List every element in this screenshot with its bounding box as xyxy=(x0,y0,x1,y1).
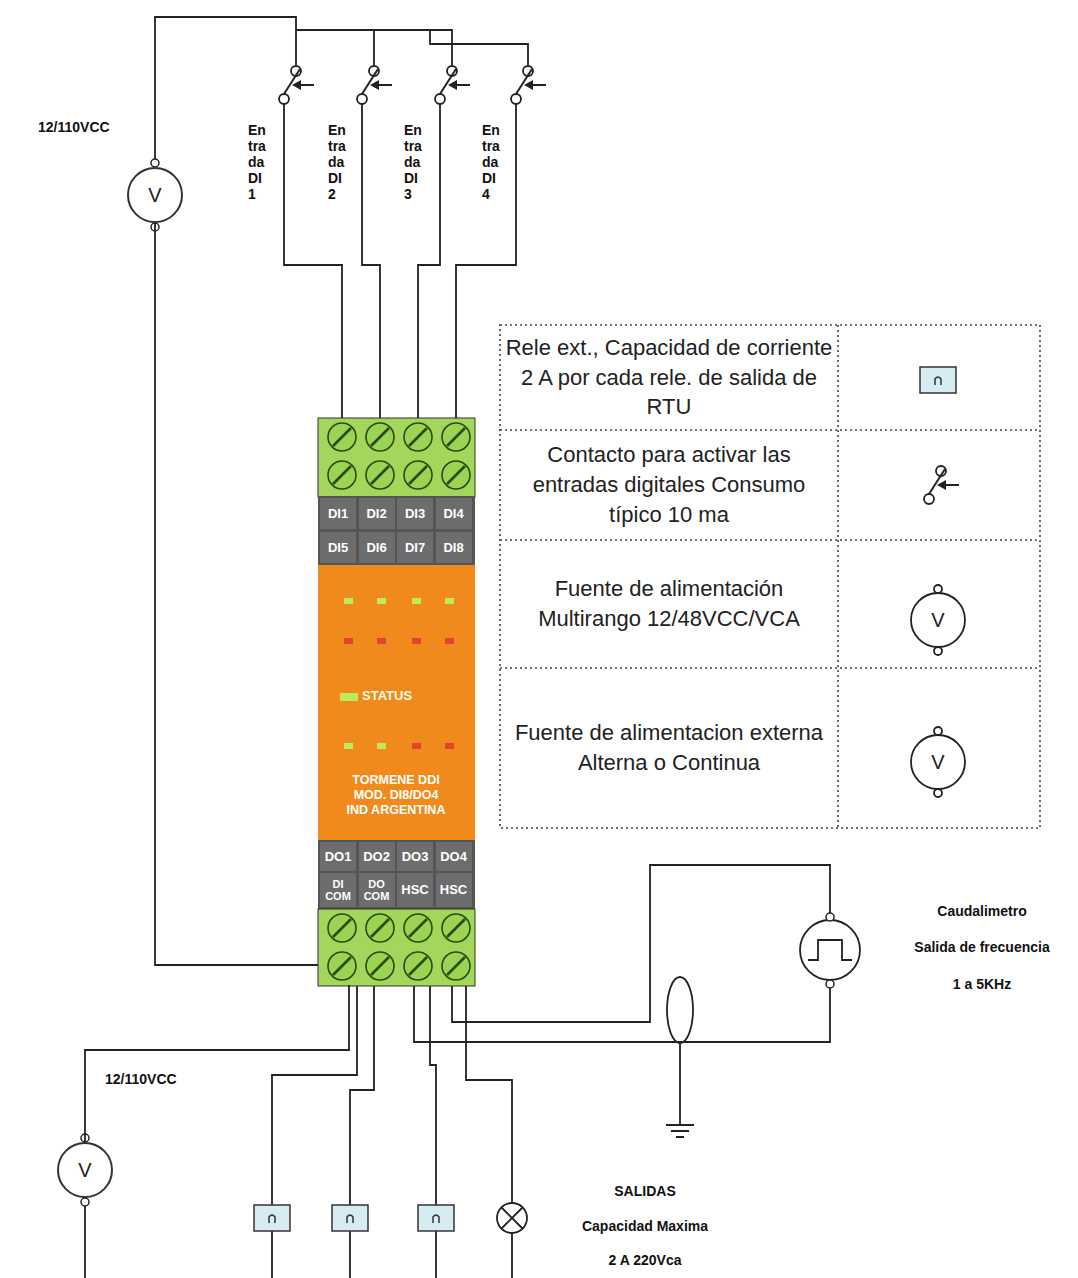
relay-symbol xyxy=(418,1205,454,1231)
wires xyxy=(85,17,830,1278)
legend-text: Fuente de alimentacion externa Alterna o… xyxy=(505,718,833,777)
terminal-label: DI1 xyxy=(320,498,356,529)
relay-symbol xyxy=(332,1205,368,1231)
legend-text: Fuente de alimentación Multirango 12/48V… xyxy=(505,574,833,633)
terminal-block xyxy=(318,909,475,986)
device-label: Salida de frecuencia xyxy=(892,938,1072,956)
device-label: Caudalimetro xyxy=(892,902,1072,920)
terminal-label: DI6 xyxy=(359,532,395,563)
input-label: Entrada DI 3 xyxy=(404,122,426,202)
source-terminals xyxy=(81,159,159,1206)
switch-symbol xyxy=(511,66,546,104)
supply-wire xyxy=(84,1202,86,1278)
terminal-label: DO4 xyxy=(436,842,472,871)
output-wire xyxy=(272,985,357,1205)
input-wire xyxy=(456,104,516,418)
module-front xyxy=(318,565,475,841)
switch-symbol xyxy=(357,66,392,104)
legend-item: Contacto para activar las entradas digit… xyxy=(505,430,833,540)
output-wire xyxy=(272,1231,512,1278)
terminal-dot xyxy=(81,1198,89,1206)
switch-symbol xyxy=(435,66,470,104)
supply-wire xyxy=(155,223,318,965)
supply-wire xyxy=(374,30,452,65)
output-wire xyxy=(350,985,374,1205)
input-label: Entrada DI 1 xyxy=(248,122,270,202)
input-label: Entrada DI 4 xyxy=(482,122,504,202)
terminal-block xyxy=(318,418,475,497)
switch-symbol xyxy=(279,66,314,104)
hsc-wire xyxy=(452,865,830,1022)
status-label: STATUS xyxy=(362,688,412,703)
output-label: SALIDAS xyxy=(555,1182,735,1200)
flowmeter-symbol xyxy=(800,913,860,988)
table-border xyxy=(500,325,1040,828)
legend-table xyxy=(500,325,1040,828)
label-strip xyxy=(318,496,475,566)
supply-wire xyxy=(430,30,528,65)
legend-text: Rele ext., Capacidad de corriente 2 A po… xyxy=(505,333,833,422)
source-symbol-text: V xyxy=(918,748,958,776)
device-label: 1 a 5KHz xyxy=(892,975,1072,993)
voltage-source: V xyxy=(57,1142,113,1198)
ground-wire xyxy=(679,1043,681,1125)
terminal-label: DO1 xyxy=(320,842,356,871)
label-strip xyxy=(318,840,475,910)
ground-symbol xyxy=(666,1125,694,1137)
terminal-label: DI7 xyxy=(397,532,433,563)
legend-item: Fuente de alimentación Multirango 12/48V… xyxy=(505,540,833,668)
brand-label: TORMENE DDI MOD. DI8/DO4 IND ARGENTINA xyxy=(344,773,448,818)
source-symbol-text: V xyxy=(78,1159,91,1182)
hsc-wire xyxy=(414,985,830,1042)
legend-item: Rele ext., Capacidad de corriente 2 A po… xyxy=(505,325,833,430)
led-row xyxy=(340,598,454,749)
terminal-label: DI COM xyxy=(320,873,356,907)
terminal-label: HSC xyxy=(397,873,433,907)
cable-shield xyxy=(667,977,693,1043)
rtu-module-body xyxy=(318,418,475,986)
voltage-source: V xyxy=(127,167,183,223)
relay-symbol xyxy=(254,1205,290,1231)
relay-symbol xyxy=(920,367,956,393)
input-label: Entrada DI 2 xyxy=(328,122,350,202)
source-symbol-text: V xyxy=(918,606,958,634)
input-wire xyxy=(362,104,380,418)
legend-item: Fuente de alimentacion externa Alterna o… xyxy=(505,668,833,828)
table-grid xyxy=(500,325,1040,828)
lamp-symbol xyxy=(497,1203,527,1233)
terminal-dot xyxy=(151,159,159,167)
terminal-label: DI5 xyxy=(320,532,356,563)
terminal-label: DI4 xyxy=(436,498,472,529)
terminal-label: DI8 xyxy=(436,532,472,563)
output-wire xyxy=(466,985,512,1203)
supply-wire xyxy=(296,30,374,65)
terminal-label: DO3 xyxy=(397,842,433,871)
terminal-label: DI3 xyxy=(397,498,433,529)
source-symbol-text: V xyxy=(148,184,161,207)
terminal-label: DI2 xyxy=(359,498,395,529)
output-label: Capacidad Maxima xyxy=(555,1217,735,1235)
switch-symbol xyxy=(924,466,959,504)
output-wire xyxy=(430,985,436,1205)
terminal-label: DO2 xyxy=(359,842,395,871)
source-symbol xyxy=(911,585,965,797)
terminal-label: HSC xyxy=(436,873,472,907)
supply-wire xyxy=(85,985,349,1142)
terminal-label: DO COM xyxy=(359,873,395,907)
voltage-label: 12/110VCC xyxy=(38,118,110,136)
voltage-label: 12/110VCC xyxy=(105,1070,177,1088)
output-label: 2 A 220Vca xyxy=(555,1251,735,1269)
legend-text: Contacto para activar las entradas digit… xyxy=(505,440,833,529)
supply-wire xyxy=(155,17,296,163)
